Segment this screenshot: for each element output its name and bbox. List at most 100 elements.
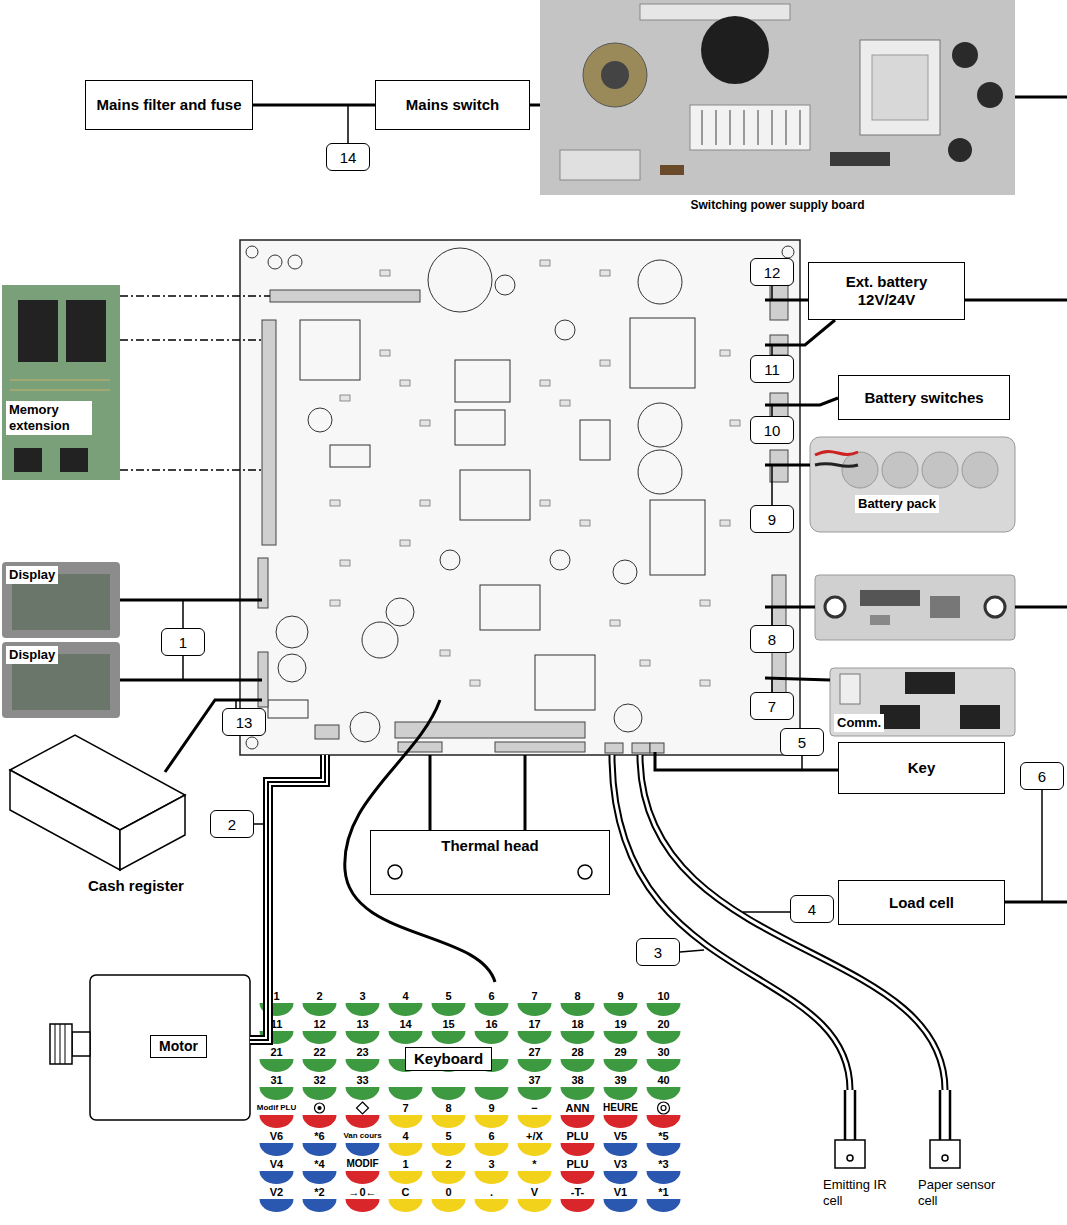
main-board: [400, 380, 410, 386]
key-caption: *4: [298, 1158, 341, 1170]
wire: [429, 755, 432, 830]
main-board: [614, 704, 642, 732]
callout-number: 7: [750, 692, 794, 720]
callout-number: 13: [222, 708, 266, 736]
key-caption: C: [384, 1186, 427, 1198]
battery-pack-photo: [962, 452, 998, 488]
wire: [1041, 790, 1043, 902]
battery-pack-photo: [810, 437, 1015, 532]
key-cap: [303, 1059, 337, 1072]
main-board: [278, 654, 306, 682]
key-caption: 28: [556, 1046, 599, 1058]
key-caption: 16: [470, 1018, 513, 1030]
wire: [771, 678, 773, 692]
key-caption: 22: [298, 1046, 341, 1058]
main-board: [630, 318, 695, 388]
key-cap: [561, 1003, 595, 1016]
key-caption: 38: [556, 1074, 599, 1086]
key-cap: [561, 1087, 595, 1100]
key-cap: [303, 1115, 337, 1128]
power-supply-photo: [872, 55, 928, 120]
key-cap: [647, 1059, 681, 1072]
part-label: Switching power supply board: [540, 197, 1015, 214]
board-photo: [815, 575, 1015, 640]
process-box: Mains filter and fuse: [85, 80, 253, 130]
key-caption: -T-: [556, 1186, 599, 1198]
comm-board-photo: [960, 705, 1000, 729]
main-board: [268, 255, 282, 269]
key-cap: [346, 1087, 380, 1100]
main-board: [330, 500, 340, 506]
thermal-head: Thermal head: [370, 830, 610, 895]
key-caption: .: [470, 1186, 513, 1198]
motor-drawing: [72, 1032, 90, 1056]
key-caption: V4: [255, 1158, 298, 1170]
wire: [250, 755, 325, 1040]
key-cap: [518, 1003, 552, 1016]
callout-number: 5: [780, 728, 824, 756]
main-board: [700, 600, 710, 606]
motor-drawing: [50, 975, 250, 1120]
wire: [965, 299, 1067, 302]
main-board: [480, 585, 540, 630]
callout-number: 2: [210, 810, 254, 838]
main-board: [540, 380, 550, 386]
key-cap: [432, 1143, 466, 1156]
key-caption: 3: [341, 990, 384, 1002]
key-caption: 14: [384, 1018, 427, 1030]
key-cap: [303, 1171, 337, 1184]
main-board: [380, 350, 390, 356]
key-caption: 40: [642, 1074, 685, 1086]
key-caption: V: [513, 1186, 556, 1198]
wire: [254, 823, 263, 825]
part-label: Emitting IR cell: [820, 1176, 900, 1210]
key-caption: Van cours: [341, 1130, 384, 1142]
main-board: [580, 420, 610, 460]
key-caption: 20: [642, 1018, 685, 1030]
main-board: [262, 320, 276, 545]
wire: [1005, 901, 1067, 904]
main-board: [288, 255, 302, 269]
main-board: [455, 410, 505, 445]
process-box: Mains switch: [375, 80, 530, 130]
main-board: [638, 450, 682, 494]
main-board: [600, 270, 610, 276]
wire: [771, 607, 773, 625]
box-label: Thermal head: [441, 837, 539, 855]
part-label: Display: [6, 646, 58, 664]
key-caption: 1: [384, 1158, 427, 1170]
key-cap: [432, 1199, 466, 1212]
main-board: [246, 246, 258, 258]
memory-extension-photo: [66, 300, 106, 362]
memory-extension-photo: [60, 448, 88, 472]
key-cap: [647, 1115, 681, 1128]
key-caption: 23: [341, 1046, 384, 1058]
key-cap: [604, 1115, 638, 1128]
main-board: [340, 560, 350, 566]
main-board: [398, 742, 442, 752]
key-caption: 6: [470, 1130, 513, 1142]
key-caption: 29: [599, 1046, 642, 1058]
key-caption: 7: [384, 1102, 427, 1114]
wire: [771, 405, 773, 416]
key-cap: [389, 1087, 423, 1100]
key-caption: MODIF: [341, 1158, 384, 1170]
display: Display: [2, 562, 120, 638]
key-cap: [303, 1003, 337, 1016]
key-cap: [432, 1115, 466, 1128]
comm-board-photo: [830, 668, 1015, 736]
power-supply-photo: [977, 82, 1003, 108]
wire: [250, 755, 325, 1040]
key-caption: 2: [298, 990, 341, 1002]
main-board: [455, 360, 510, 402]
key-cap: [303, 1143, 337, 1156]
main-board: [386, 598, 414, 626]
sensor-drawing: [835, 1090, 960, 1168]
main-board: [240, 240, 800, 755]
key-caption: 7: [513, 990, 556, 1002]
power-supply-board: Switching power supply board: [540, 0, 1015, 215]
box-label: Load cell: [889, 894, 954, 912]
part-label: Comm.: [834, 714, 884, 732]
key-caption: 37: [513, 1074, 556, 1086]
key-caption: 11: [255, 1018, 298, 1030]
